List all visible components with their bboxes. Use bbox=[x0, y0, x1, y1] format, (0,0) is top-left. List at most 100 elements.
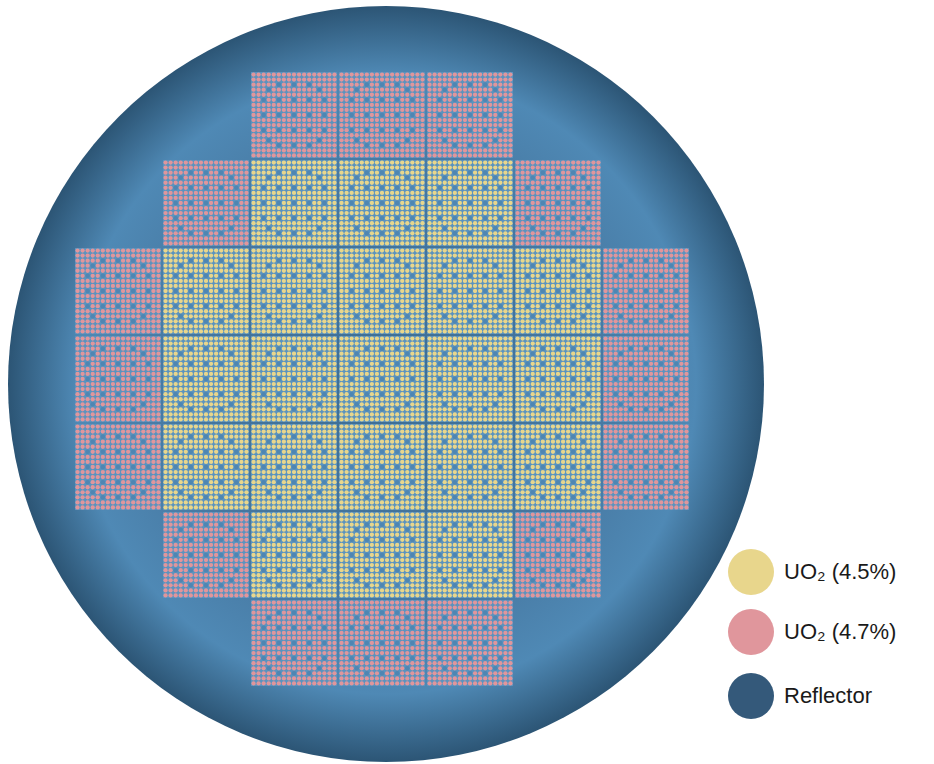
fuel-pin bbox=[473, 181, 477, 185]
fuel-pin bbox=[380, 196, 384, 200]
fuel-pin bbox=[272, 98, 276, 102]
fuel-pin bbox=[244, 211, 248, 215]
fuel-pin bbox=[420, 143, 424, 147]
fuel-pin bbox=[385, 191, 389, 195]
fuel-pin bbox=[427, 231, 431, 235]
fuel-pin bbox=[322, 226, 326, 230]
fuel-pin bbox=[463, 133, 467, 137]
fuel-pin bbox=[448, 186, 452, 190]
fuel-pin bbox=[498, 123, 502, 127]
fuel-pin bbox=[204, 176, 208, 180]
fuel-pin bbox=[219, 165, 223, 169]
fuel-pin bbox=[262, 133, 266, 137]
fuel-pin bbox=[390, 176, 394, 180]
guide-tube bbox=[307, 128, 312, 133]
fuel-pin bbox=[179, 160, 183, 164]
fuel-pin bbox=[370, 143, 374, 147]
fuel-pin bbox=[244, 236, 248, 240]
fuel-pin bbox=[385, 83, 389, 87]
fuel-pin bbox=[432, 113, 436, 117]
fuel-pin bbox=[473, 138, 477, 142]
fuel-pin bbox=[251, 241, 255, 245]
fuel-pin bbox=[360, 221, 364, 225]
fuel-pin bbox=[287, 186, 291, 190]
fuel-pin bbox=[468, 133, 472, 137]
fuel-pin bbox=[448, 103, 452, 107]
fuel-pin bbox=[395, 93, 399, 97]
fuel-pin bbox=[432, 176, 436, 180]
guide-tube bbox=[261, 216, 266, 221]
fuel-pin bbox=[493, 211, 497, 215]
fuel-pin bbox=[493, 123, 497, 127]
fuel-pin bbox=[179, 165, 183, 169]
guide-tube bbox=[405, 87, 410, 92]
fuel-pin bbox=[282, 148, 286, 152]
fuel-pin bbox=[272, 93, 276, 97]
fuel-pin bbox=[448, 128, 452, 132]
fuel-pin bbox=[488, 77, 492, 81]
fuel-pin bbox=[468, 93, 472, 97]
fuel-pin bbox=[267, 77, 271, 81]
fuel-pin bbox=[498, 153, 502, 157]
fuel-pin bbox=[488, 108, 492, 112]
fuel-pin bbox=[390, 77, 394, 81]
fuel-pin bbox=[302, 211, 306, 215]
fuel-pin bbox=[262, 143, 266, 147]
fuel-pin bbox=[297, 108, 301, 112]
fuel-pin bbox=[508, 108, 512, 112]
fuel-pin bbox=[332, 77, 336, 81]
fuel-pin bbox=[297, 196, 301, 200]
fuel-pin bbox=[332, 221, 336, 225]
fuel-pin bbox=[365, 133, 369, 137]
fuel-pin bbox=[355, 123, 359, 127]
guide-tube bbox=[365, 98, 370, 103]
fuel-pin bbox=[488, 186, 492, 190]
fuel-pin bbox=[194, 176, 198, 180]
fuel-pin bbox=[277, 77, 281, 81]
fuel-pin bbox=[272, 138, 276, 142]
fuel-pin bbox=[234, 226, 238, 230]
fuel-pin bbox=[448, 113, 452, 117]
fuel-pin bbox=[395, 77, 399, 81]
fuel-pin bbox=[189, 191, 193, 195]
fuel-pin bbox=[282, 206, 286, 210]
fuel-pin bbox=[199, 211, 203, 215]
fuel-pin bbox=[339, 133, 343, 137]
fuel-pin bbox=[390, 88, 394, 92]
fuel-pin bbox=[415, 83, 419, 87]
fuel-pin bbox=[508, 93, 512, 97]
guide-tube bbox=[395, 201, 400, 206]
fuel-pin bbox=[332, 123, 336, 127]
fuel-pin bbox=[488, 211, 492, 215]
fuel-pin bbox=[427, 186, 431, 190]
fuel-pin bbox=[327, 186, 331, 190]
fuel-pin bbox=[365, 118, 369, 122]
fuel-pin bbox=[458, 83, 462, 87]
fuel-pin bbox=[179, 201, 183, 205]
fuel-pin bbox=[251, 206, 255, 210]
fuel-pin bbox=[365, 165, 369, 169]
fuel-pin bbox=[405, 103, 409, 107]
fuel-pin bbox=[503, 138, 507, 142]
fuel-pin bbox=[380, 165, 384, 169]
guide-tube bbox=[173, 201, 178, 206]
fuel-pin bbox=[432, 83, 436, 87]
fuel-pin bbox=[339, 148, 343, 152]
fuel-pin bbox=[427, 216, 431, 220]
fuel-pin bbox=[312, 128, 316, 132]
fuel-pin bbox=[473, 186, 477, 190]
fuel-pin bbox=[267, 186, 271, 190]
fuel-pin bbox=[493, 221, 497, 225]
fuel-pin bbox=[443, 72, 447, 76]
fuel-pin bbox=[277, 93, 281, 97]
fuel-pin bbox=[448, 153, 452, 157]
fuel-pin bbox=[332, 206, 336, 210]
fuel-pin bbox=[380, 118, 384, 122]
fuel-pin bbox=[262, 77, 266, 81]
fuel-pin bbox=[365, 108, 369, 112]
fuel-pin bbox=[184, 216, 188, 220]
fuel-pin bbox=[390, 216, 394, 220]
fuel-pin bbox=[432, 206, 436, 210]
fuel-pin bbox=[262, 123, 266, 127]
fuel-pin bbox=[410, 226, 414, 230]
